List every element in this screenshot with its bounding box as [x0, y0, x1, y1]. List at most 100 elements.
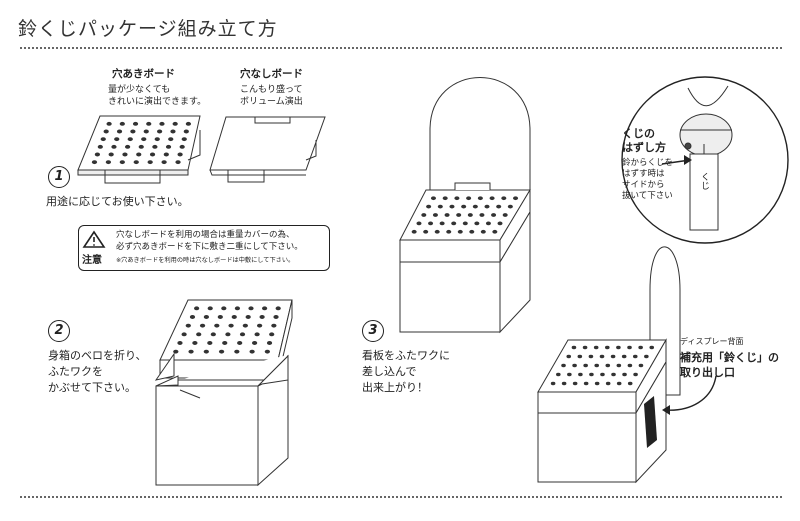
board-hole — [132, 121, 139, 126]
board-hole — [589, 372, 594, 377]
board-hole — [485, 221, 491, 226]
board-hole — [577, 354, 583, 359]
board-hole — [249, 349, 255, 354]
board-hole — [477, 196, 483, 201]
board-hole — [116, 129, 123, 134]
board-hole — [432, 213, 438, 217]
board-hole — [136, 152, 142, 157]
board-hole — [221, 306, 227, 311]
board-hole — [266, 341, 273, 345]
notice-line-3: ※穴あきボードを利用の時は穴なしボードは中敷にして下さい。 — [116, 257, 295, 264]
board-hole — [130, 129, 136, 134]
board-hole — [183, 129, 189, 134]
board-hole — [264, 349, 270, 354]
board-hole — [479, 213, 485, 217]
board-hole — [189, 315, 196, 319]
board-hole — [203, 315, 209, 319]
board-hole — [497, 221, 503, 226]
board-hole — [242, 323, 248, 328]
board-hole — [159, 121, 165, 126]
board-hole — [469, 229, 475, 234]
board-hole — [627, 381, 633, 386]
board-hole — [234, 306, 241, 311]
board-hole — [599, 354, 605, 359]
board-hole — [567, 372, 572, 377]
step-2-line-2: ふたワクを — [48, 365, 103, 378]
board-hole — [138, 144, 144, 149]
board-hole — [218, 349, 225, 354]
board-hole — [561, 363, 566, 368]
board-hole — [604, 345, 610, 350]
board-hole — [446, 229, 452, 234]
board-hole — [572, 363, 577, 368]
board-hole — [173, 349, 179, 354]
board-hole — [252, 341, 258, 345]
board-hole — [179, 144, 185, 149]
board-hole — [600, 372, 605, 377]
board-hole — [149, 152, 156, 157]
board-hole — [103, 129, 109, 134]
holed-board-title: 穴あきボード — [112, 68, 175, 80]
board-hole — [449, 204, 455, 209]
board-hole — [157, 129, 163, 134]
board-hole — [181, 332, 187, 337]
board-hole — [152, 144, 158, 149]
board-hole — [616, 381, 622, 386]
board-hole — [513, 196, 519, 201]
board-hole — [181, 137, 187, 142]
board-hole — [225, 332, 231, 337]
board-hole — [237, 341, 243, 345]
board-hole — [222, 341, 228, 345]
board-hole — [203, 349, 209, 354]
board-hole — [472, 204, 478, 209]
board-hole — [434, 229, 440, 234]
board-hole — [480, 229, 486, 234]
board-hole — [125, 144, 131, 149]
callout-desc-1: 鈴からくじを — [622, 158, 674, 168]
board-hole — [556, 372, 561, 377]
plain-board-title: 穴なしボード — [240, 68, 303, 80]
display-back-caption: ディスプレー背面 — [680, 337, 744, 346]
board-hole — [621, 354, 627, 359]
board-hole — [583, 363, 588, 368]
board-hole — [638, 345, 643, 350]
board-hole — [105, 160, 111, 165]
board-hole — [108, 152, 114, 157]
board-hole — [457, 229, 463, 234]
notice-line-2: 必ず穴あきボードを下に敷き二重にして下さい。 — [116, 242, 303, 252]
board-hole — [644, 354, 649, 359]
board-hole — [119, 121, 125, 126]
board-hole — [143, 129, 149, 134]
board-hole — [161, 160, 167, 165]
board-hole — [111, 144, 117, 149]
board-hole — [437, 204, 443, 209]
callout-tag-text: くじ — [699, 172, 709, 190]
board-hole — [578, 372, 583, 377]
board-hole — [462, 221, 468, 226]
step-2-line-3: かぶせて下さい。 — [48, 381, 136, 394]
board-hole — [234, 349, 240, 354]
board-hole — [147, 160, 153, 165]
plain-board-desc-2: ボリューム演出 — [240, 97, 303, 107]
callout-desc-3: サイドから — [622, 180, 665, 190]
step-2-line-1: 身箱のベロを折り、 — [48, 349, 147, 362]
board-hole — [127, 137, 133, 142]
board-hole — [633, 372, 638, 377]
board-hole — [461, 204, 467, 209]
step-3-number: 3 — [362, 320, 384, 342]
callout-title-2: はずし方 — [622, 141, 666, 154]
board-hole — [622, 372, 627, 377]
board-hole — [192, 341, 198, 345]
board-hole — [275, 306, 281, 311]
board-hole — [421, 213, 427, 217]
callout-title-1: くじの — [622, 127, 655, 140]
board-hole — [430, 196, 436, 201]
board-hole — [177, 341, 183, 345]
step-3-line-2: 差し込んで — [362, 365, 417, 378]
notice-icon-label: 注意 — [82, 255, 102, 266]
board-hole — [217, 315, 223, 319]
board-hole — [423, 229, 429, 234]
